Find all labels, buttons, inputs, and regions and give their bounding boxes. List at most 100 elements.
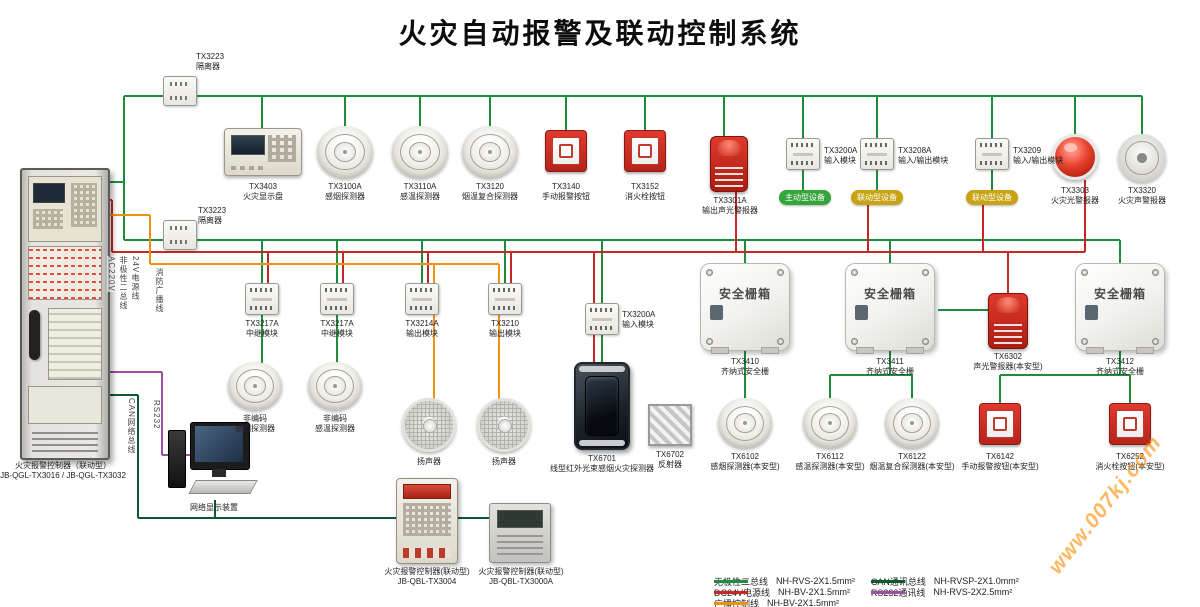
badge-label: 联动型设备 — [972, 193, 1012, 202]
fire-display-panel — [224, 128, 302, 176]
manual-call-point — [545, 130, 587, 172]
input-module — [786, 138, 820, 170]
terminal-row — [790, 161, 816, 165]
sounder-grill — [993, 321, 1023, 344]
smoke-detector — [317, 126, 373, 178]
detector-ring — [400, 133, 440, 171]
module-divider — [793, 152, 813, 156]
screw — [777, 338, 784, 345]
noncoded-smoke-detector-label: 非编码感烟探测器 — [235, 414, 275, 433]
network-display — [168, 422, 260, 500]
screw — [777, 269, 784, 276]
panel-display — [497, 509, 543, 529]
indicator-rows — [497, 531, 543, 556]
speaker-hub — [423, 419, 437, 433]
mount-foot — [906, 347, 924, 354]
terminal-row — [864, 161, 890, 165]
legend: 无极性二总线 NH-RVS-2X1.5mm² DC24V电源线 NH-BV-2X… — [714, 576, 1019, 607]
cabinet-vent — [32, 428, 98, 452]
legend-column-1: 无极性二总线 NH-RVS-2X1.5mm² DC24V电源线 NH-BV-2X… — [714, 576, 855, 607]
button-grid — [268, 135, 296, 163]
speaker-hub — [498, 419, 512, 433]
horn-hub — [1137, 153, 1147, 163]
isolator-mid — [163, 220, 197, 250]
terminal-row — [589, 326, 615, 330]
cabinet-control-panel — [28, 176, 102, 242]
output-module-1 — [405, 283, 439, 315]
screw — [706, 269, 713, 276]
module-divider — [982, 152, 1002, 156]
strobe-highlight — [1063, 142, 1077, 153]
detector-ring — [726, 405, 764, 441]
detector-led — [342, 149, 348, 155]
bus-label-loop: 非极性二总线 — [118, 256, 129, 310]
legend-swatch-can — [870, 579, 905, 583]
legend-spec: NH-RVSP-2X1.0mm² — [933, 576, 1019, 586]
terminal-row — [324, 306, 350, 310]
screw — [1152, 338, 1159, 345]
badge-linked-device-2: 联动型设备 — [966, 190, 1018, 205]
terminal-row — [409, 288, 435, 292]
legend-item-loop: 无极性二总线 NH-RVS-2X1.5mm² — [714, 576, 855, 587]
sounder-grill — [715, 164, 743, 187]
button-row — [231, 165, 263, 171]
legend-swatch-power — [714, 590, 748, 594]
beam-lens — [585, 375, 619, 437]
screw — [1081, 338, 1088, 345]
screw — [922, 338, 929, 345]
terminal-row — [249, 288, 275, 292]
noncoded-smoke-detector — [228, 362, 282, 410]
is-combo-detector — [885, 398, 939, 448]
monitor-screen — [195, 426, 243, 462]
module-divider — [592, 317, 612, 321]
legend-item-can: CAN通讯总线 NH-RVSP-2X1.0mm² — [870, 576, 1019, 587]
keyboard — [188, 480, 258, 494]
telephone-handset — [29, 310, 40, 360]
terminal-row — [409, 306, 435, 310]
cabinet-lower-panel — [28, 386, 102, 424]
input-module-2 — [585, 303, 619, 335]
module-divider — [495, 297, 515, 301]
barrier-box-title: 安全栅箱 — [863, 286, 916, 301]
mount-foot — [856, 347, 874, 354]
badge-active-device: 主动型设备 — [779, 190, 831, 205]
detector-led — [742, 421, 748, 425]
panel-display — [403, 484, 451, 499]
screw — [1081, 269, 1088, 276]
button-center — [638, 144, 652, 158]
sound-light-alarm — [710, 136, 748, 192]
isolator-top — [163, 76, 197, 106]
display-screen — [231, 135, 265, 155]
brand-mark — [710, 305, 723, 321]
terminal-row — [979, 161, 1005, 165]
module-divider — [327, 297, 347, 301]
terminal-row — [589, 308, 615, 312]
bus-label-24v-power: 24V电源线 — [130, 256, 141, 301]
button-center — [559, 144, 573, 158]
button-center — [993, 417, 1007, 431]
legend-spec: NH-RVS-2X2.5mm² — [933, 587, 1013, 597]
network-display-label: 网络显示装置 — [190, 503, 238, 512]
io-module-1 — [860, 138, 894, 170]
detector-ring — [893, 405, 931, 441]
terminal-row — [170, 96, 190, 100]
detector-ring — [316, 369, 354, 403]
